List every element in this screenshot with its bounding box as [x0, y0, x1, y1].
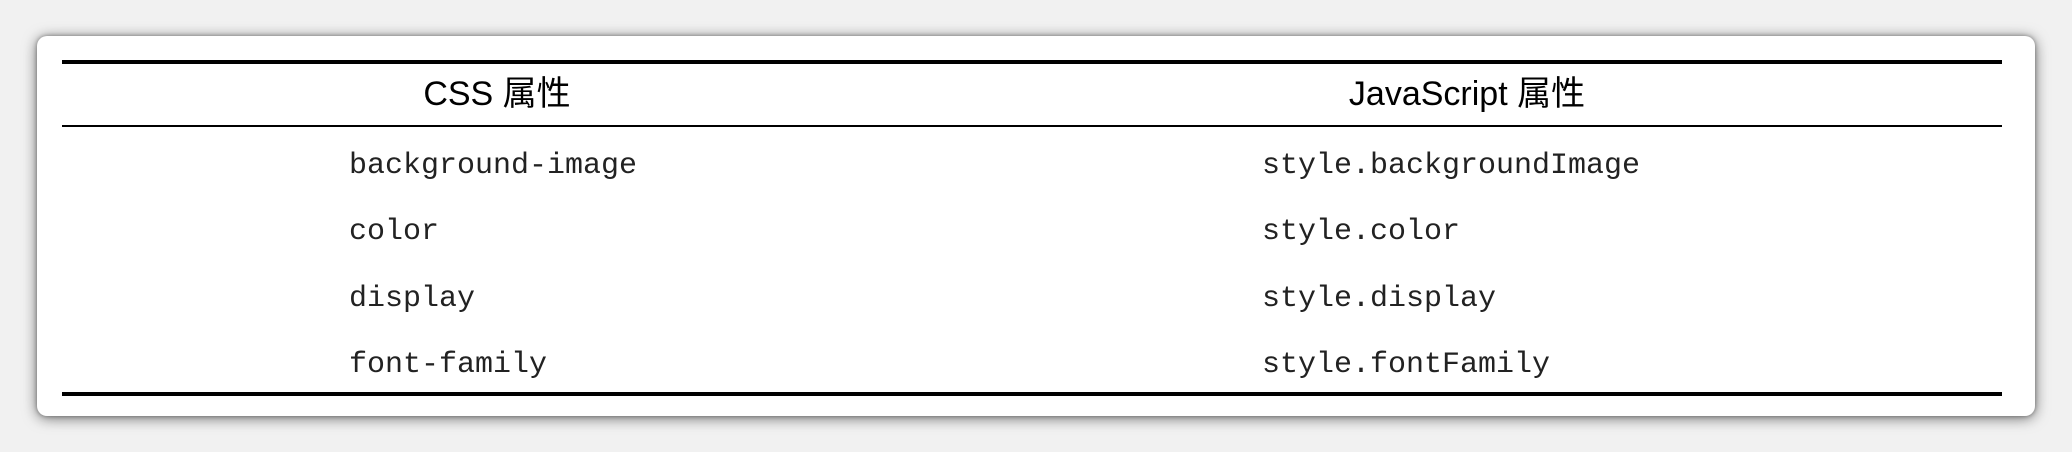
- header-javascript-property: JavaScript 属性: [1348, 75, 1586, 113]
- table-header-rule: [62, 125, 2002, 127]
- table-cell-css: background-image: [349, 149, 638, 183]
- table-cell-css: color: [349, 215, 440, 249]
- table-cell-js: style.display: [1262, 282, 1497, 316]
- header-css-property: CSS 属性: [423, 75, 571, 113]
- table-card: CSS 属性 JavaScript 属性 background-image st…: [37, 36, 2035, 416]
- table-cell-css: font-family: [349, 348, 548, 382]
- table-bottom-rule: [62, 392, 2002, 396]
- table-top-rule: [62, 60, 2002, 64]
- table-cell-js: style.color: [1262, 215, 1461, 249]
- table-cell-js: style.backgroundImage: [1262, 149, 1641, 183]
- table-cell-js: style.fontFamily: [1262, 348, 1551, 382]
- table-cell-css: display: [349, 282, 476, 316]
